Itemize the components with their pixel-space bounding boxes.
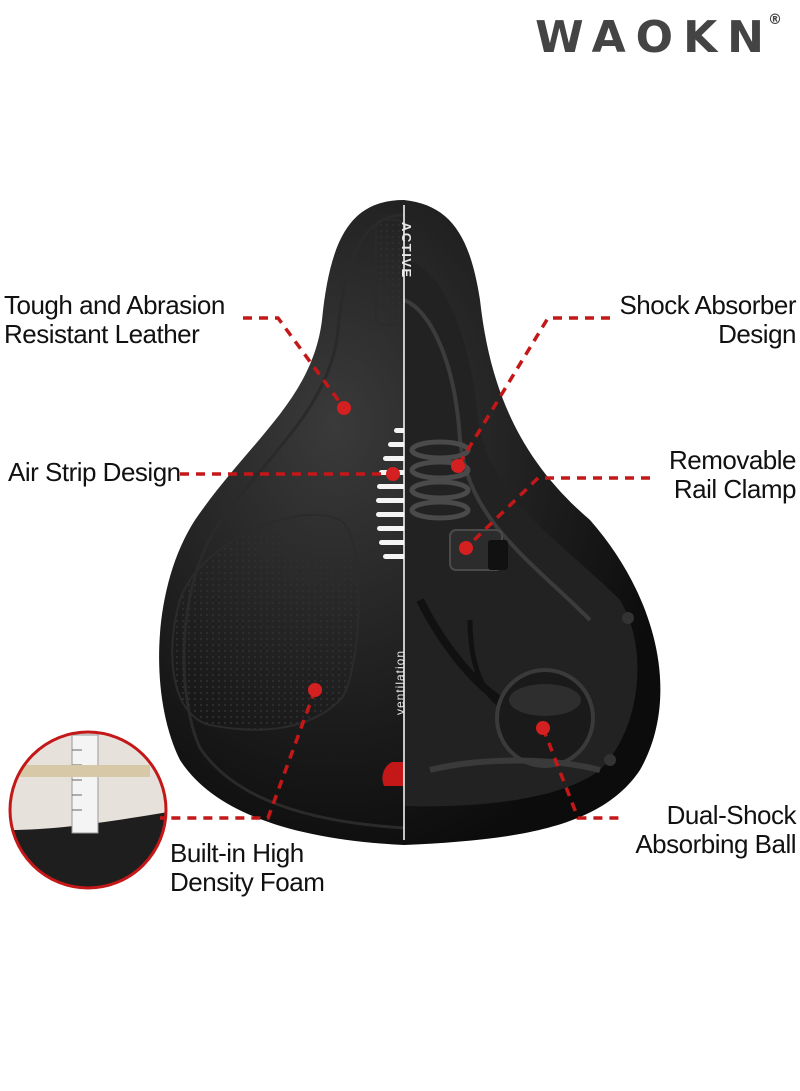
callout-air-strip: Air Strip Design <box>8 458 181 487</box>
callout-foam-line-1: Built-in High <box>170 838 304 868</box>
measuring-ruler-icon <box>71 734 99 834</box>
callout-rail-line-1: Removable <box>668 445 797 475</box>
callout-lines <box>160 316 650 820</box>
callout-ball-line-1: Dual-Shock <box>666 800 797 830</box>
brand-logo: WAOKN® <box>535 12 782 63</box>
foam-thickness-inset <box>8 730 168 890</box>
callout-rail-line-2: Rail Clamp <box>673 474 797 504</box>
callout-leather: Tough and Abrasion Resistant Leather <box>4 291 225 349</box>
callout-foam: Built-in High Density Foam <box>170 838 325 897</box>
callout-shock-line-2: Design <box>718 319 796 349</box>
callout-ball: Dual-Shock Absorbing Ball <box>635 801 796 859</box>
brand-name: WAOKN <box>535 12 774 63</box>
callout-shock-line-1: Shock Absorber <box>619 290 796 320</box>
callout-foam-line-2: Density Foam <box>170 867 325 897</box>
callout-shock: Shock Absorber Design <box>619 291 796 349</box>
saddle-ventilation-text: ventilation <box>393 650 407 715</box>
absorbing-ball <box>495 668 595 768</box>
registered-mark: ® <box>768 12 782 28</box>
callout-leather-line-2: Resistant Leather <box>4 319 200 349</box>
textured-foam-patch <box>171 513 360 731</box>
saddle-active-text: ACTIVE <box>399 222 414 279</box>
callout-dot-icon <box>308 401 550 735</box>
callout-air-strip-line-1: Air Strip Design <box>8 457 181 487</box>
callout-leather-line-1: Tough and Abrasion <box>4 290 225 320</box>
callout-rail: Removable Rail Clamp <box>668 445 797 504</box>
callout-ball-line-2: Absorbing Ball <box>635 829 796 859</box>
